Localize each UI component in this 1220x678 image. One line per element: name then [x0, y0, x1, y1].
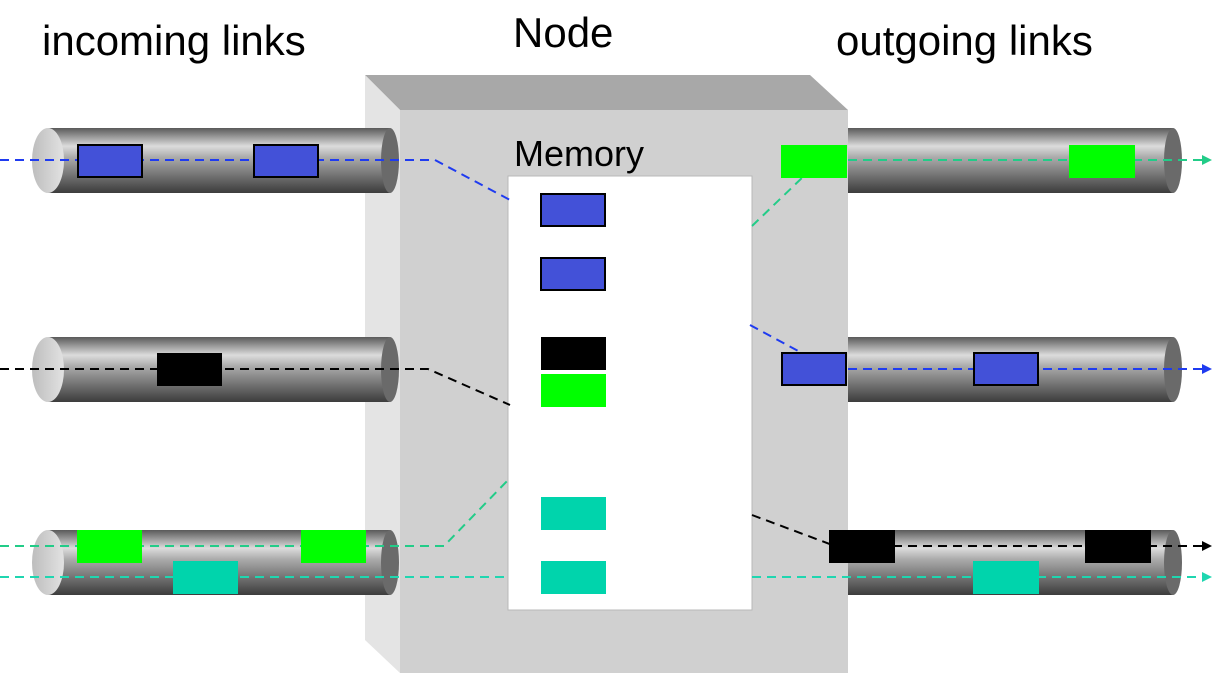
node-label: Node: [513, 9, 614, 56]
incoming-links-label: incoming links: [42, 17, 306, 64]
teal-packet: [973, 561, 1039, 594]
blue-flow-exit-path: [749, 324, 801, 353]
memory-black-packet: [541, 337, 606, 370]
teal-packet: [173, 561, 238, 594]
node-top-face: [365, 75, 848, 110]
green-packet: [301, 530, 366, 563]
memory-blue-packet: [540, 257, 606, 291]
memory-label: Memory: [514, 133, 645, 174]
green-packet: [77, 530, 142, 563]
memory-teal-packet: [541, 561, 606, 594]
memory-blue-packet: [540, 193, 606, 227]
black-packet: [157, 353, 222, 386]
green-packet: [781, 145, 847, 178]
green-flow-incoming-path: [0, 477, 511, 547]
blue-packet: [781, 352, 847, 386]
black-packet: [829, 530, 895, 563]
black-flow-incoming-path: [0, 368, 511, 406]
outgoing-link-1: [848, 128, 1182, 193]
green-packet: [1069, 145, 1135, 178]
outgoing-links-label: outgoing links: [836, 17, 1093, 64]
blue-packet: [77, 144, 143, 178]
blue-flow-incoming-path: [0, 159, 511, 201]
memory-teal-packet: [541, 497, 606, 530]
black-packet: [1085, 530, 1151, 563]
blue-packet: [973, 352, 1039, 386]
blue-packet: [253, 144, 319, 178]
green-flow-exit-path: [751, 174, 806, 227]
memory-green-packet: [541, 374, 606, 407]
